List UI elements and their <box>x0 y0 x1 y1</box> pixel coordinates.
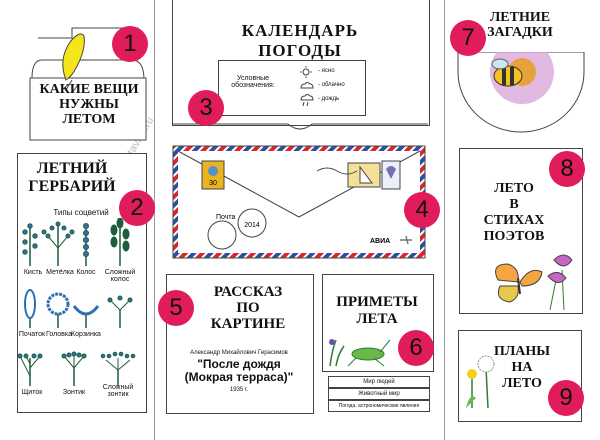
airmail-envelope-drawing: 30 2014 Почта АВИА <box>172 145 426 259</box>
inflorescence-label: Кисть <box>23 269 43 276</box>
section-number-badge: 2 <box>119 190 155 226</box>
legend-item: - ясно <box>318 68 335 74</box>
inflorescence-diagrams <box>18 218 136 386</box>
section-number-badge: 7 <box>450 20 486 56</box>
title-line: ЛЕТО <box>502 376 542 391</box>
spike-icon <box>83 223 89 266</box>
title-line: ГЕРБАРИЙ <box>28 178 116 195</box>
title-line: В <box>509 197 519 212</box>
inflorescence-label: Зонтик <box>62 389 86 396</box>
title-line: (Мокрая терраса)" <box>184 370 294 384</box>
inflorescence-label: Метёлка <box>46 269 74 276</box>
sign-row[interactable]: Погода, астрономические явления <box>328 400 430 412</box>
postmark-wave-icon <box>316 167 358 175</box>
stamp-value: 30 <box>209 180 217 187</box>
plans-title: ПЛАНЫ НА ЛЕТО <box>478 344 566 392</box>
postmark-text: Почта <box>216 214 236 221</box>
postmark-icon <box>237 208 267 238</box>
weather-legend <box>218 60 366 116</box>
story-title: РАССКАЗ ПО КАРТИНЕ <box>188 284 308 332</box>
basket-icon <box>72 305 100 328</box>
title-line: ЛЕТО <box>494 181 534 196</box>
title-line: КАРТИНЕ <box>210 316 286 332</box>
spadix-icon <box>24 289 36 328</box>
compound-umbel-icon <box>100 351 136 386</box>
inflorescence-label: Корзинка <box>71 331 101 338</box>
postmark-icon <box>207 220 237 250</box>
title-line: ЛЕТА <box>356 311 398 327</box>
riddles-fan[interactable] <box>456 52 586 134</box>
calendar-flap <box>172 123 428 130</box>
grasshopper-icon <box>329 339 391 367</box>
things-title: КАКИЕ ВЕЩИ НУЖНЫ ЛЕТОМ <box>39 82 139 127</box>
sign-row[interactable]: Животный мир <box>328 388 430 400</box>
weather-icons <box>300 66 314 107</box>
umbel-flat-icon <box>107 295 133 328</box>
inflorescence-label: Щиток <box>21 389 43 396</box>
title-line: ПРИМЕТЫ <box>336 294 418 310</box>
postmark-year: 2014 <box>244 222 260 229</box>
airplane-icon <box>400 235 412 245</box>
inflorescence-label: Сложный зонтик <box>102 384 134 398</box>
section-number-badge: 9 <box>548 380 584 416</box>
fold-line <box>154 0 155 440</box>
inflorescence-label: Головка <box>46 331 72 338</box>
title-line: ПОГОДЫ <box>258 41 342 60</box>
inflorescence-subtitle: Типы соцветий <box>53 208 109 217</box>
section-number-badge: 6 <box>398 330 434 366</box>
cloud-icon <box>300 82 314 89</box>
poems-title: ЛЕТО В СТИХАХ ПОЭТОВ <box>466 181 562 245</box>
fold-line <box>444 0 445 440</box>
sign-row[interactable]: Мир людей <box>328 376 430 388</box>
head-icon <box>46 292 70 328</box>
section-number-badge: 8 <box>549 151 585 187</box>
painting-year: 1935 г. <box>229 387 249 393</box>
title-line: КАЛЕНДАРЬ <box>241 21 359 40</box>
corymb-icon <box>18 353 43 386</box>
painting-title: "После дождя (Мокрая терраса)" <box>166 358 312 384</box>
dandelion-icon <box>466 355 495 408</box>
signs-title: ПРИМЕТЫ ЛЕТА <box>322 294 432 328</box>
section-number-badge: 5 <box>158 290 194 326</box>
title-line: ПОЭТОВ <box>483 229 545 244</box>
title-line: ПЛАНЫ <box>493 344 551 359</box>
title-line: ПО <box>236 300 260 316</box>
pocket-drawing <box>29 27 147 141</box>
calendar-title: КАЛЕНДАРЬ ПОГОДЫ <box>172 21 428 61</box>
avia-label: АВИА <box>370 238 390 245</box>
herbarium-title: ЛЕТНИЙ ГЕРБАРИЙ <box>17 160 127 196</box>
title-line: РАССКАЗ <box>213 284 283 300</box>
title-line: ЛЕТНИЙ <box>36 160 108 177</box>
title-line: ЗАГАДКИ <box>487 25 553 40</box>
inflorescence-label: Початок <box>18 331 46 338</box>
section-number-badge: 1 <box>112 26 148 62</box>
sun-icon <box>300 66 312 78</box>
inflorescence-label: Колос <box>76 269 96 276</box>
legend-label: Условные обозначения: <box>231 75 275 89</box>
painting-author: Александр Михайлович Герасимов <box>190 350 288 356</box>
panicle-icon <box>41 221 75 266</box>
rain-icon <box>300 94 314 107</box>
legend-item: - облачно <box>318 82 345 88</box>
title-line: ЛЕТНИЕ <box>489 10 551 25</box>
umbrella-icon <box>61 351 87 386</box>
title-line: СТИХАХ <box>483 213 545 228</box>
compound-spike-icon <box>110 218 130 266</box>
inflorescence-label: Сложный колос <box>104 269 136 283</box>
title-line: "После дождя <box>197 357 281 371</box>
butterfly-flowers-icon <box>495 254 573 310</box>
legend-item: - дождь <box>318 96 340 102</box>
bee-icon <box>491 58 523 87</box>
section-number-badge: 3 <box>188 90 224 126</box>
section-number-badge: 4 <box>404 192 440 228</box>
raceme-icon <box>22 223 38 266</box>
shoe-icon <box>62 33 85 81</box>
title-line: НА <box>511 360 533 375</box>
riddles-title: ЛЕТНИЕ ЗАГАДКИ <box>470 10 570 40</box>
